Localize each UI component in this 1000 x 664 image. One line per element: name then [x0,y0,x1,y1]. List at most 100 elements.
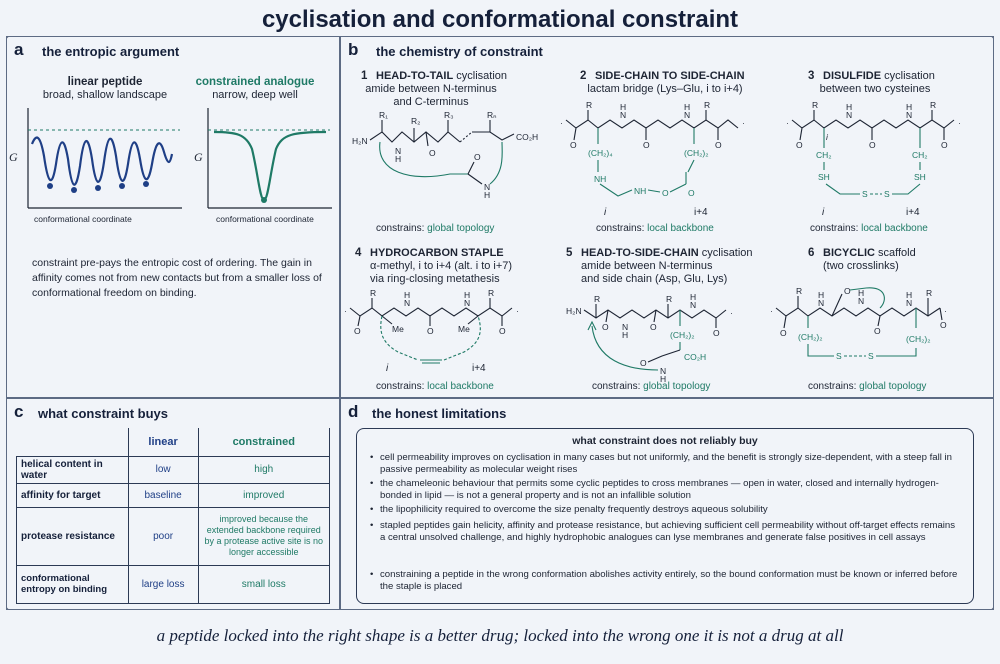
hydrocarbon-staple-structure: ·· R R NH NH O O O Me Me [344,288,519,364]
svg-text:R: R [666,294,672,304]
svg-text:N: N [684,110,690,120]
method-4-name: HYDROCARBON STAPLE [370,247,504,259]
method-1-number: 1 [361,70,368,82]
method-5-number: 5 [566,247,573,259]
constrained-subtitle: narrow, deep well [212,89,298,101]
row-linear-value: large loss [127,564,199,604]
svg-text:H: H [906,102,912,112]
method-6-desc1: (two crosslinks) [823,260,899,272]
constrained-x-axis-label: conformational coordinate [216,214,314,224]
svg-text:·: · [786,118,789,128]
svg-text:S: S [884,189,890,199]
svg-text:O: O [427,326,434,336]
method-3-i-label: i [822,207,825,218]
limitation-text: cell permeability improves on cyclisatio… [380,452,953,476]
head-to-side-chain-structure: H₂N · R R NH O NH O O (CH₂)₂ O NH CO₂H [566,292,733,384]
method-1-title: HEAD-TO-TAIL cyclisation [376,69,507,83]
panel-c-heading: what constraint buys [38,406,169,421]
method-3-number: 3 [808,70,815,82]
svg-text:H: H [620,102,626,112]
table-row: helical content in water low high [16,455,330,484]
method-2-i-label: i [604,207,607,218]
panel-d-letter: d [348,402,359,421]
limitations-box [356,428,974,604]
method-4-constrains: constrains: local backbone [376,380,494,394]
svg-text:R: R [586,100,592,110]
svg-text:O: O [796,140,803,150]
row-linear-value: baseline [127,482,199,508]
method-2-constrains: constrains: local backbone [596,222,714,236]
method-5-desc1: amide between N-terminus [581,260,713,272]
method-3-constrains-value: local backbone [861,223,928,234]
svg-text:O: O [780,328,787,338]
svg-text:N: N [690,300,696,310]
panel-a [6,36,340,398]
method-4-constrains-value: local backbone [427,381,494,392]
svg-text:SH: SH [914,172,926,182]
svg-text:H: H [484,190,490,200]
svg-text:R: R [704,100,710,110]
svg-text:S: S [868,351,874,361]
constrains-prefix: constrains: [810,223,859,234]
svg-text:Me: Me [458,324,470,334]
table-header-blank [16,428,129,457]
svg-text:H: H [395,154,401,164]
method-1-name: HEAD-TO-TAIL [376,70,454,82]
method-6-number: 6 [808,247,815,259]
method-5-constrains-value: global topology [643,381,711,392]
linear-energy-landscape [27,108,182,209]
limitation-text: the lipophilicity required to overcome t… [380,504,768,515]
table-row: conformational entropy on binding large … [16,564,330,604]
method-4-i4-label: i+4 [472,363,486,374]
svg-text:·: · [958,118,961,128]
svg-text:S: S [862,189,868,199]
table-header-row: linear constrained [16,428,330,457]
svg-text:SH: SH [818,172,830,182]
row-linear-value: low [127,455,199,484]
svg-text:N: N [622,322,628,332]
svg-text:H: H [404,290,410,300]
method-1-suffix: cyclisation [453,70,507,82]
svg-text:(CH₂)₂: (CH₂)₂ [906,334,931,344]
svg-text:O: O [474,152,481,162]
footer-caption: a peptide locked into the right shape is… [156,626,844,645]
svg-text:N: N [858,296,864,306]
svg-text:N: N [484,182,490,192]
svg-text:R₂: R₂ [411,116,420,126]
svg-text:H: H [818,290,824,300]
table-header-constrained: constrained [197,428,330,457]
constrains-prefix: constrains: [376,223,425,234]
svg-text:·: · [944,306,947,316]
constrained-title: constrained analogue [195,76,315,88]
method-4-desc2: via ring-closing metathesis [370,273,500,285]
svg-text:NH: NH [594,174,606,184]
svg-text:·: · [730,308,733,318]
svg-text:R: R [812,100,818,110]
row-label: protease resistance [16,506,129,566]
row-label: conformational entropy on binding [16,564,129,604]
constrained-y-axis-label: G [194,150,203,164]
svg-text:O: O [354,326,361,336]
row-linear-value: poor [127,506,199,566]
svg-text:O: O [429,148,436,158]
constrains-prefix: constrains: [596,223,645,234]
limitation-text: constraining a peptide in the wrong conf… [380,569,958,593]
svg-text:R₃: R₃ [444,110,454,120]
svg-text:H: H [858,288,864,298]
linear-title: linear peptide [67,76,143,88]
svg-text:H: H [660,374,666,384]
svg-text:N: N [906,110,912,120]
method-4-desc1: α-methyl, i to i+4 (alt. i to i+7) [370,260,513,272]
linear-subtitle: broad, shallow landscape [42,89,168,101]
method-2-number: 2 [580,70,587,82]
svg-text:R: R [488,288,494,298]
method-4-i-label: i [386,363,389,374]
svg-text:(CH₂)₂: (CH₂)₂ [798,332,823,342]
svg-text:R: R [796,286,802,296]
method-6-constrains: constrains: global topology [808,380,926,394]
panel-a-letter: a [14,40,24,59]
method-6-suffix: scaffold [874,247,916,259]
row-constrained-value: improved because the extended backbone r… [197,506,330,566]
disulfide-structure: ·· R R NH NH O O O i CH₂ SH S S CH₂ SH [786,100,961,199]
limitation-text: the chameleonic behaviour that permits s… [380,478,939,502]
